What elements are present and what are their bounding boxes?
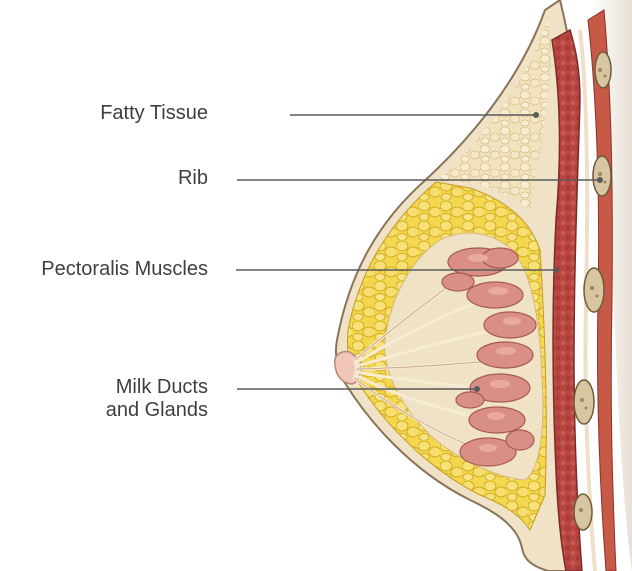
rib-label: Rib bbox=[178, 167, 208, 190]
fatty-tissue-leader-dot bbox=[533, 112, 539, 118]
rib-leader-dot bbox=[597, 177, 603, 183]
milk-ducts-leader-dot bbox=[474, 386, 480, 392]
milk-ducts-label-line1: Milk Ducts bbox=[106, 376, 208, 399]
milk-ducts-label-line2: and Glands bbox=[106, 399, 208, 422]
pectoralis-muscles-label: Pectoralis Muscles bbox=[41, 258, 208, 281]
milk-ducts-glands-label: Milk Ducts and Glands bbox=[106, 376, 208, 422]
pectoralis-leader-dot bbox=[553, 267, 559, 273]
fatty-tissue-label: Fatty Tissue bbox=[100, 102, 208, 125]
